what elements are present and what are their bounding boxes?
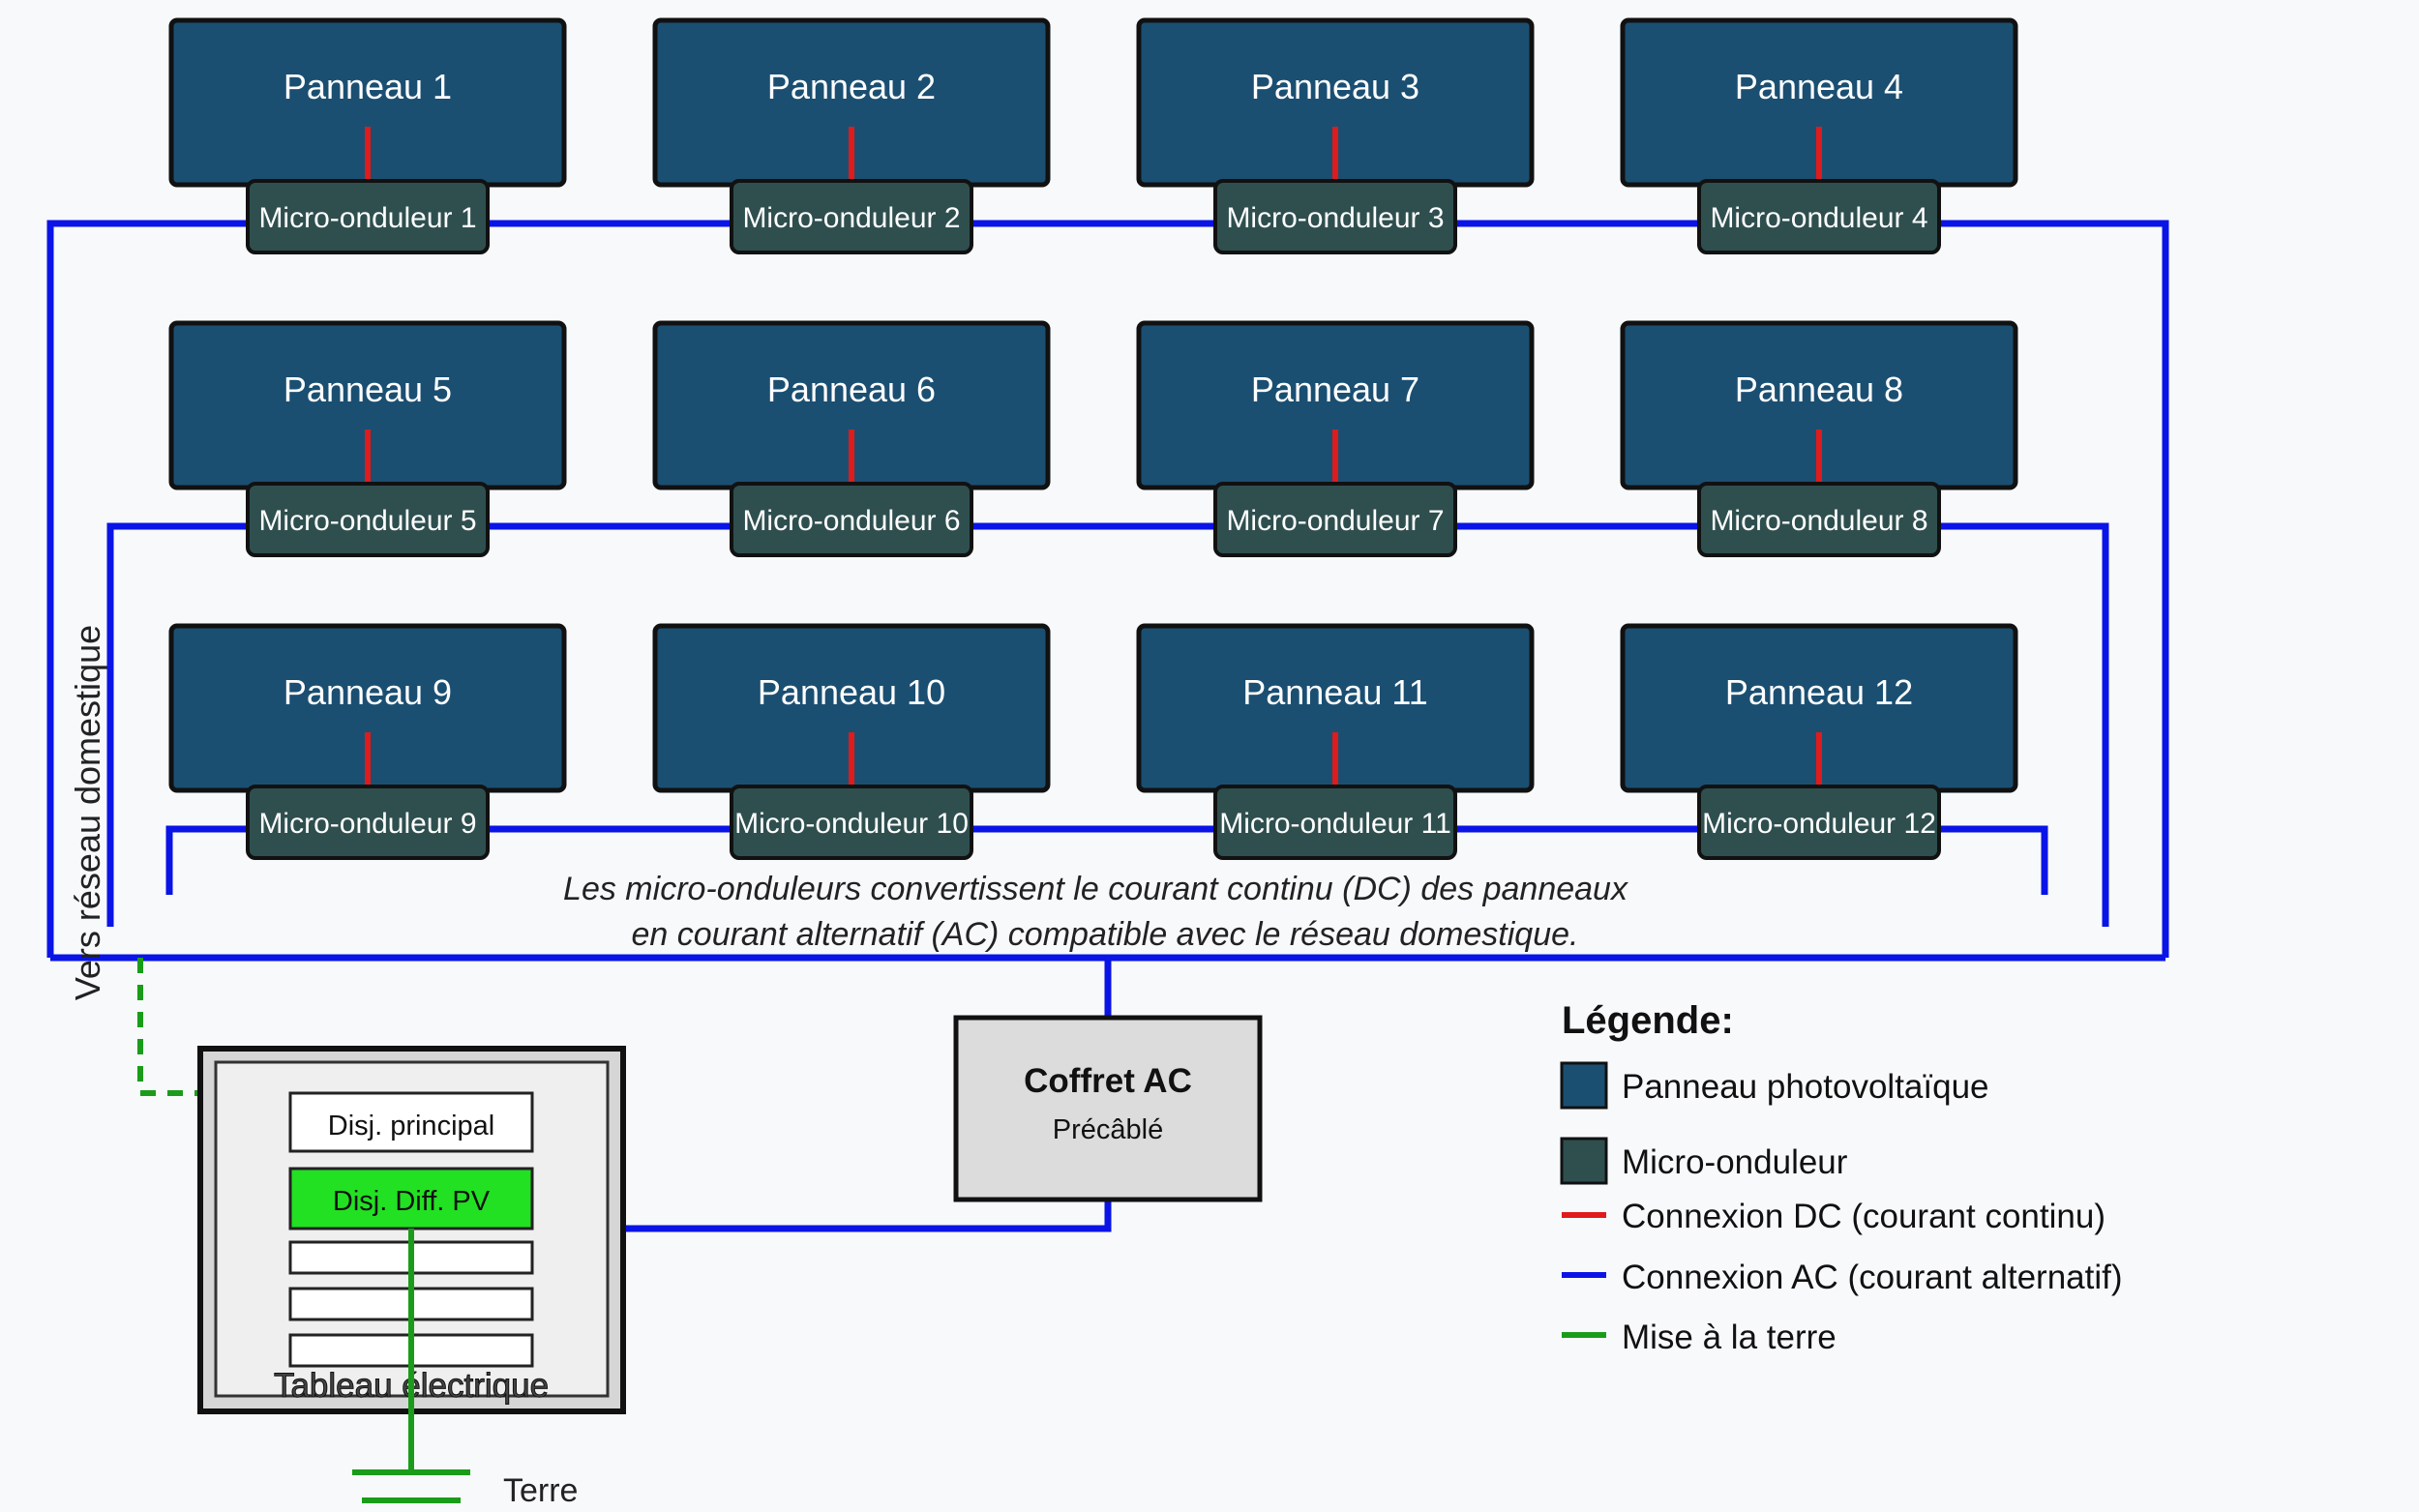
micro-inverter [1697, 482, 1941, 557]
micro-inverter-label: Micro-onduleur 8 [1710, 505, 1927, 537]
micro-inverter-label: Micro-onduleur 7 [1226, 505, 1444, 537]
panel-label: Panneau 2 [767, 67, 936, 106]
side-label: Vers réseau domestique [68, 625, 107, 1000]
micro-inverter [730, 785, 973, 860]
panel-label: Panneau 11 [1242, 672, 1428, 712]
micro-inverter [730, 179, 973, 254]
micro-inverter-label: Micro-onduleur 5 [258, 505, 476, 537]
main-breaker-label: Disj. principal [328, 1111, 494, 1141]
micro-inverter [730, 482, 973, 557]
micro-inverter [246, 785, 490, 860]
legend-item-label: Connexion DC (courant continu) [1622, 1198, 2105, 1235]
panel-swatch-icon [1560, 1061, 1608, 1110]
micro-inverter-label: Micro-onduleur 10 [734, 808, 969, 840]
panel-label: Panneau 10 [758, 672, 945, 712]
panel-unit: Panneau 7 Micro-onduleur 7 [1136, 320, 1535, 557]
micro-inverter [1697, 785, 1941, 860]
ground-dashed-link [137, 958, 290, 1096]
micro-inverter-label: Micro-onduleur 11 [1219, 808, 1451, 840]
micro-inverter-label: Micro-onduleur 12 [1702, 808, 1936, 840]
ac-bus-row-1 [46, 220, 2169, 958]
inverter-swatch-icon [1560, 1137, 1608, 1185]
caption-line-1: Les micro-onduleurs convertissent le cou… [563, 871, 1628, 907]
pv-diff-breaker-label: Disj. Diff. PV [333, 1186, 491, 1217]
panel-unit: Panneau 11 Micro-onduleur 11 [1136, 623, 1535, 860]
panel-unit: Panneau 12 Micro-onduleur 12 [1620, 623, 2018, 860]
ground-label: Terre [503, 1472, 578, 1509]
ac-box: Coffret AC Précâblé [953, 1015, 1263, 1202]
micro-inverter-label: Micro-onduleur 2 [742, 202, 960, 234]
legend-item-label: Mise à la terre [1622, 1319, 1837, 1356]
micro-inverter-label: Micro-onduleur 1 [258, 202, 476, 234]
panel-label: Panneau 8 [1735, 370, 1903, 409]
micro-inverter [1697, 179, 1941, 254]
panel-label: Panneau 12 [1725, 672, 1913, 712]
ac-box-title: Coffret AC [1024, 1062, 1192, 1100]
legend-item-label: Connexion AC (courant alternatif) [1622, 1259, 2123, 1296]
panel-label: Panneau 5 [284, 370, 452, 409]
micro-inverter [1213, 482, 1457, 557]
micro-inverter-label: Micro-onduleur 3 [1226, 202, 1444, 234]
panel-unit: Panneau 8 Micro-onduleur 8 [1620, 320, 2018, 557]
panel-grid: Panneau 1 Micro-onduleur 1 Panneau 2 Micro-… [168, 17, 2018, 860]
panel-unit: Panneau 4 Micro-onduleur 4 [1620, 17, 2018, 254]
ac-bus-row-2 [106, 522, 2109, 927]
ac-wiring [46, 220, 2169, 1232]
panel-label: Panneau 7 [1251, 370, 1419, 409]
micro-inverter-label: Micro-onduleur 6 [742, 505, 960, 537]
legend-title: Légende: [1562, 999, 1734, 1042]
ac-bus-row-3 [165, 825, 2048, 895]
panel-label: Panneau 3 [1251, 67, 1419, 106]
panel-label: Panneau 4 [1735, 67, 1903, 106]
panel-unit: Panneau 9 Micro-onduleur 9 [168, 623, 567, 860]
micro-inverter [1213, 785, 1457, 860]
micro-inverter [1213, 179, 1457, 254]
panel-label: Panneau 6 [767, 370, 936, 409]
panel-label: Panneau 9 [284, 672, 452, 712]
micro-inverter-label: Micro-onduleur 4 [1710, 202, 1927, 234]
legend-item-label: Micro-onduleur [1622, 1143, 1848, 1181]
panel-label: Panneau 1 [284, 67, 452, 106]
main-breaker[interactable] [288, 1091, 534, 1153]
legend-item-label: Panneau photovoltaïque [1622, 1068, 1989, 1106]
panel-unit: Panneau 1 Micro-onduleur 1 [168, 17, 567, 254]
panel-unit: Panneau 5 Micro-onduleur 5 [168, 320, 567, 557]
legend: Légende: Panneau photovoltaïque Micro-on… [1560, 999, 2123, 1356]
panel-unit: Panneau 2 Micro-onduleur 2 [652, 17, 1051, 254]
ac-box-subtitle: Précâblé [1053, 1114, 1163, 1145]
caption-line-2: en courant alternatif (AC) compatible av… [632, 916, 1579, 953]
micro-inverter [246, 482, 490, 557]
panel-unit: Panneau 3 Micro-onduleur 3 [1136, 17, 1535, 254]
micro-inverter-label: Micro-onduleur 9 [258, 808, 476, 840]
micro-inverter [246, 179, 490, 254]
ac-box-frame [953, 1015, 1263, 1202]
panel-unit: Panneau 10 Micro-onduleur 10 [652, 623, 1051, 860]
panel-unit: Panneau 6 Micro-onduleur 6 [652, 320, 1051, 557]
pv-diff-breaker[interactable] [288, 1167, 534, 1230]
